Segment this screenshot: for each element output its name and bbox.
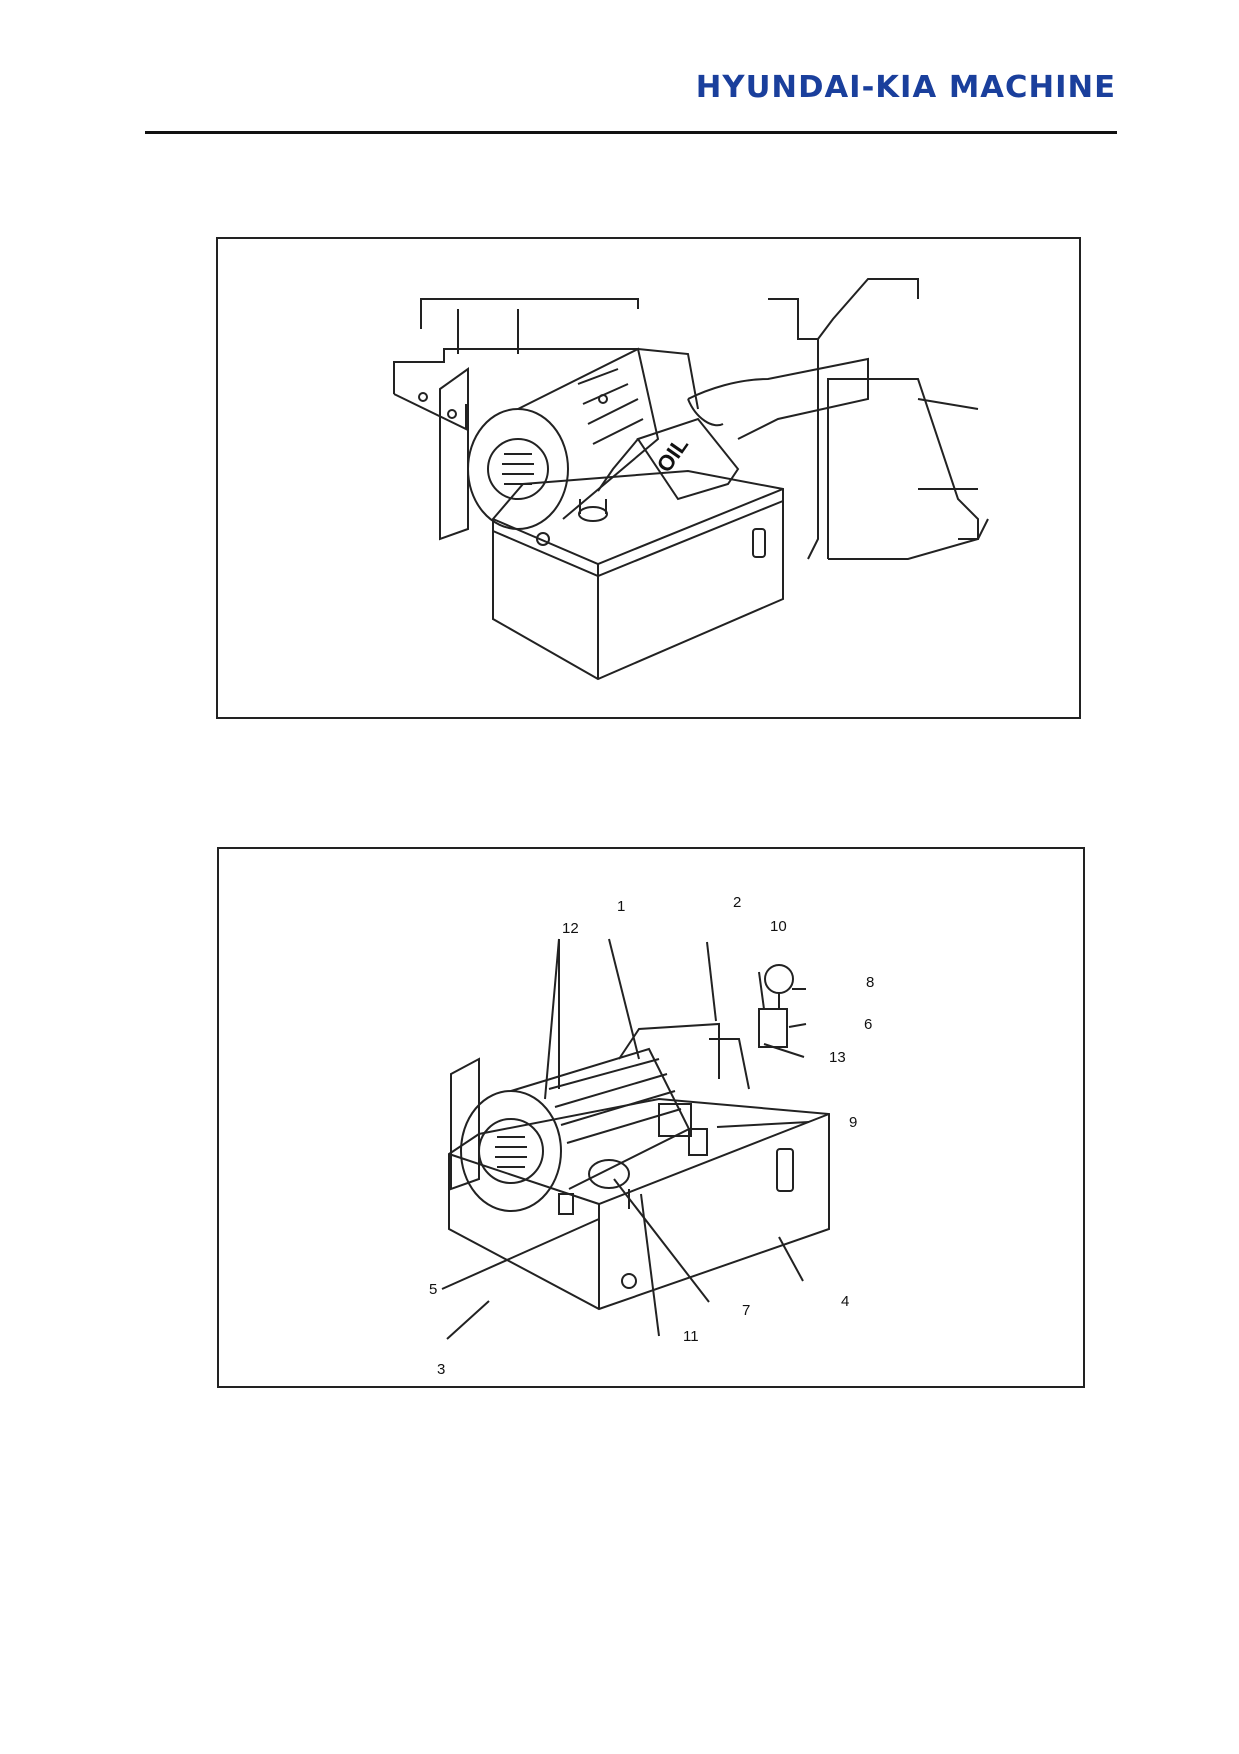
callout-10: 10 xyxy=(770,918,787,935)
figure-hydraulic-unit: 1 2 3 4 5 6 7 8 9 10 11 12 13 xyxy=(217,847,1085,1388)
header-rule xyxy=(145,131,1117,134)
callout-8: 8 xyxy=(866,974,874,991)
hydraulic-unit-diagram: 1 2 3 4 5 6 7 8 9 10 11 12 13 xyxy=(429,894,874,1378)
callout-9: 9 xyxy=(849,1114,857,1131)
callout-3: 3 xyxy=(437,1361,445,1378)
callout-5: 5 xyxy=(429,1281,437,1298)
callout-2: 2 xyxy=(733,894,741,911)
callout-13: 13 xyxy=(829,1049,846,1066)
figure-oil-filling: OIL xyxy=(216,237,1081,719)
callout-6: 6 xyxy=(864,1016,872,1033)
callout-1: 1 xyxy=(617,898,625,915)
callout-11: 11 xyxy=(683,1328,699,1345)
company-logo: HYUNDAI-KIA MACHINE xyxy=(695,70,1116,105)
callout-7: 7 xyxy=(742,1302,750,1319)
oil-filling-illustration: OIL xyxy=(393,278,989,681)
callout-4: 4 xyxy=(841,1293,849,1310)
callout-12: 12 xyxy=(562,920,579,937)
